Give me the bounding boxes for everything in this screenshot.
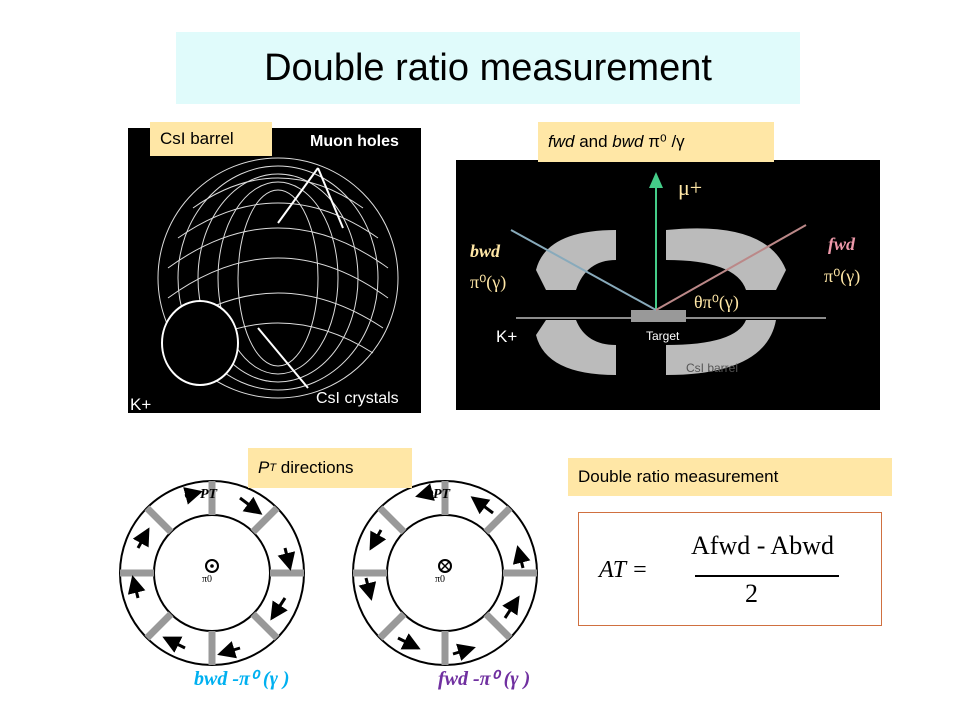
csi-barrel-image: Muon holes CsI crystals K+ [128,128,421,414]
fraction-bar [695,575,839,577]
bwd-caption: bwd -π⁰ (γ ) [194,668,290,690]
decay-kplus-label: K+ [496,327,517,346]
asymmetry-formula: AT = Afwd - Abwd 2 [578,512,882,626]
decay-geometry-image: μ+ bwd π⁰(γ) fwd π⁰(γ) θπ⁰(γ) K+ Target … [456,160,880,410]
formula-lhs: AT = [599,557,648,583]
double-ratio-label: Double ratio measurement [568,458,892,496]
bwd-ring: PT π0 [119,480,305,666]
slide-title-box: Double ratio measurement [176,32,800,104]
kplus-label: K+ [130,395,151,413]
pt-directions-diagram: PT π0 PT π0 [119,480,538,666]
csi-crystals-label: CsI crystals [316,390,399,407]
decay-drawing: μ+ bwd π⁰(γ) fwd π⁰(γ) θπ⁰(γ) K+ Target … [470,172,860,375]
target-label: Target [646,329,680,343]
fwd-decay-label: fwd [828,234,856,254]
bwd-decay-label: bwd [470,241,501,261]
fwd-pi-label: π⁰(γ) [824,266,860,287]
barrel-drawing: Muon holes CsI crystals K+ [130,133,399,414]
bwd-pi0-label: π0 [202,574,212,585]
fwd-pt-label: PT [433,487,452,502]
formula-denominator: 2 [745,579,758,608]
slide-title: Double ratio measurement [264,46,712,89]
muon-holes-label: Muon holes [310,133,399,150]
formula-numerator: Afwd - Abwd [691,531,834,560]
csi-barrel-label: CsI barrel [150,122,272,156]
bwd-pi-label: π⁰(γ) [470,272,506,293]
muplus-label: μ+ [678,175,702,200]
fwd-caption: fwd -π⁰ (γ ) [438,668,531,690]
decay-csi-label: CsI barrel [686,361,738,375]
fwd-bwd-label: fwd and bwd π⁰ /γ [538,122,774,162]
fwd-ring: PT π0 [352,480,538,666]
theta-label: θπ⁰(γ) [694,292,739,313]
bwd-pt-label: PT [200,487,219,502]
fwd-pi0-label: π0 [435,574,445,585]
